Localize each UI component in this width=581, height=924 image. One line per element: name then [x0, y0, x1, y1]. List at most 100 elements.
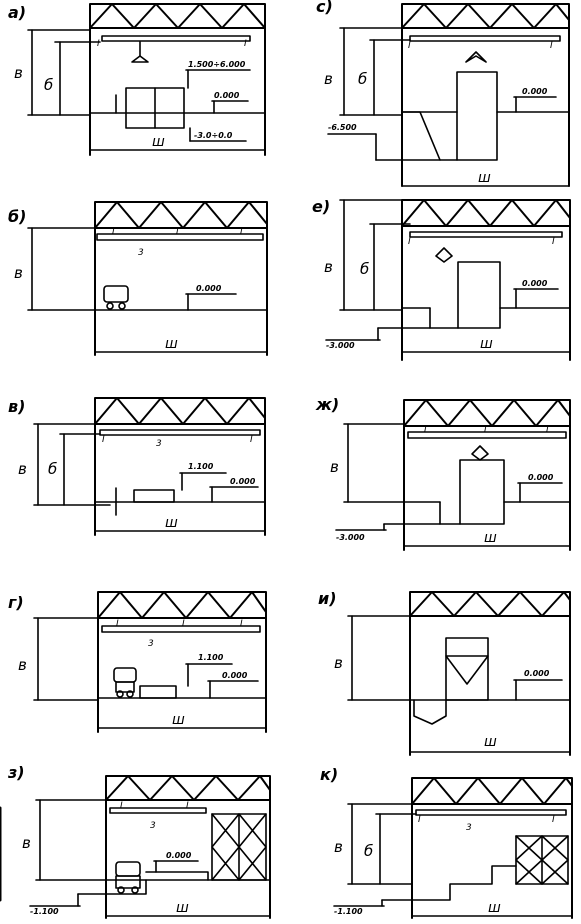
panel-v-rail-left: I [102, 435, 105, 445]
panel-v-truss-web [94, 397, 266, 425]
panel-e-rail-right: I [552, 237, 555, 247]
panel-d-label: с) [316, 0, 333, 16]
panel-b: б) I I I 3 ш в 0.000 [8, 201, 268, 356]
panel-a-label: а) [8, 3, 26, 22]
panel-b-truss [94, 201, 268, 229]
panel-z-elev-1: 0.000 [166, 851, 192, 860]
panel-z-label: з) [7, 763, 25, 782]
panel-d-equipment [456, 71, 498, 161]
panel-g-vehicle-body [115, 681, 135, 693]
panel-d-truss-web [401, 3, 570, 29]
panel-zh-truss [403, 399, 571, 427]
panel-a-height-label: в [14, 64, 23, 82]
panel-i: и) ш в 0.000 [318, 589, 571, 756]
panel-d-elev-2: -6.500 [328, 123, 357, 132]
panel-b-width-label: ш [165, 336, 178, 352]
panel-a-crane-height-label: б [44, 76, 53, 94]
panel-e-crane-hook [435, 247, 453, 263]
panel-z-lower-level [105, 879, 147, 895]
panel-e-elev-1: 0.000 [522, 279, 548, 288]
panel-k-rail-left: I [418, 815, 421, 825]
panel-zh-truss-web [403, 399, 571, 427]
panel-z-vehicle [115, 861, 141, 877]
panel-g-width-label: ш [172, 712, 185, 728]
panel-b-crane-label: 3 [138, 248, 144, 258]
panel-i-elev-1: 0.000 [524, 669, 550, 678]
panel-k-truss [411, 777, 573, 805]
panel-k-rail-right: I [552, 815, 555, 825]
panel-k-truss-web [411, 777, 573, 805]
panel-g-truss-web [97, 591, 267, 619]
panel-k-crane-beam [415, 809, 567, 816]
panel-z-vehicle-body [115, 875, 141, 889]
panel-b-label: б) [8, 207, 26, 226]
panel-z-vehicle-wheel-2 [131, 886, 139, 894]
panel-d-crane-height-label: б [358, 70, 367, 88]
panel-b-vehicle-wheel-1 [106, 302, 114, 310]
panel-i-truss-web [409, 591, 571, 617]
panel-zh: ж) I I I ш в 0.000 -3.000 [315, 395, 571, 551]
panel-d-elev-1: 0.000 [522, 87, 548, 96]
panel-v-crane-beam [99, 429, 261, 436]
panel-zh-crane-beam [407, 431, 567, 439]
panel-g-vehicle-wheel-2 [126, 690, 134, 698]
panel-v-crane-height-label: б [48, 460, 57, 478]
panel-g-equipment [139, 685, 177, 699]
panel-zh-rail-1: I [424, 425, 427, 435]
panel-e-equipment [457, 261, 501, 329]
panel-v-equipment [133, 489, 175, 503]
panel-d-height-label: в [324, 70, 333, 88]
panel-g-height-label: в [18, 656, 27, 674]
panel-zh-label: ж) [315, 395, 339, 414]
panel-k-label: к) [320, 765, 338, 784]
panel-zh-pit [439, 501, 461, 525]
panel-z: з) I I 3 ш в 0.000 -1.100 [0, 763, 271, 919]
panel-zh-rail-3: I [546, 425, 549, 435]
panel-i-hopper-cone [445, 655, 489, 685]
panel-b-rail-3: I [240, 227, 243, 237]
panel-b-height-label: в [14, 264, 23, 282]
panel-k-crane-height-label: б [364, 842, 373, 860]
panel-g-vehicle-wheel-1 [116, 690, 124, 698]
panel-a: а) I I ш в б 1.500÷6.000 0.000 -3.0÷0.0 [8, 3, 266, 156]
panel-d-truss [401, 3, 570, 29]
panel-a-crane-beam [101, 35, 251, 42]
panel-k-stepped-floor [411, 865, 517, 901]
panel-g-crane-beam [101, 625, 261, 633]
panel-v-rail-right: I [250, 435, 253, 445]
panel-z-rail-1: I [120, 801, 123, 811]
panel-i-hopper-frame [445, 637, 489, 701]
panel-b-vehicle [103, 285, 129, 303]
panel-d-rail-left: I [408, 41, 411, 51]
panel-a-elev-3: -3.0÷0.0 [194, 131, 233, 140]
panel-g: г) I I I 3 ш в 1.100 0.000 [8, 591, 267, 733]
panel-v-height-label: в [18, 460, 27, 478]
panel-zh-elev-2: -3.000 [336, 533, 365, 542]
panel-z-crane-label: 3 [150, 821, 156, 831]
panel-zh-rail-2: I [484, 425, 487, 435]
panel-g-rail-1: I [116, 619, 119, 629]
panel-e-label: е) [312, 197, 330, 216]
panel-a-crane-hook [131, 55, 149, 63]
panel-i-width-label: ш [484, 734, 497, 750]
panel-g-rail-2: I [182, 619, 185, 629]
panel-e-crane-height-label: б [360, 260, 369, 278]
panel-a-truss-web [89, 3, 266, 29]
panel-zh-width-label: ш [484, 530, 497, 546]
panel-e-width-label: ш [480, 336, 493, 352]
panel-k-elev-1: -1.100 [334, 907, 363, 916]
panel-i-label: и) [318, 589, 337, 608]
panel-v-elev-2: 0.000 [230, 477, 256, 486]
panel-i-height-label: в [334, 654, 343, 672]
panel-z-elev-2: -1.100 [30, 907, 59, 916]
panel-d-rail-right: I [550, 41, 553, 51]
panel-e-rail-left: I [408, 237, 411, 247]
panel-a-elev-1: 1.500÷6.000 [188, 60, 246, 69]
panel-e-crane-beam [409, 231, 563, 238]
panel-g-rail-3: I [240, 619, 243, 629]
panel-e-truss [401, 199, 571, 227]
panel-g-crane-label: 3 [148, 639, 154, 649]
panel-b-vehicle-wheel-2 [118, 302, 126, 310]
panel-b-rail-2: I [176, 227, 179, 237]
